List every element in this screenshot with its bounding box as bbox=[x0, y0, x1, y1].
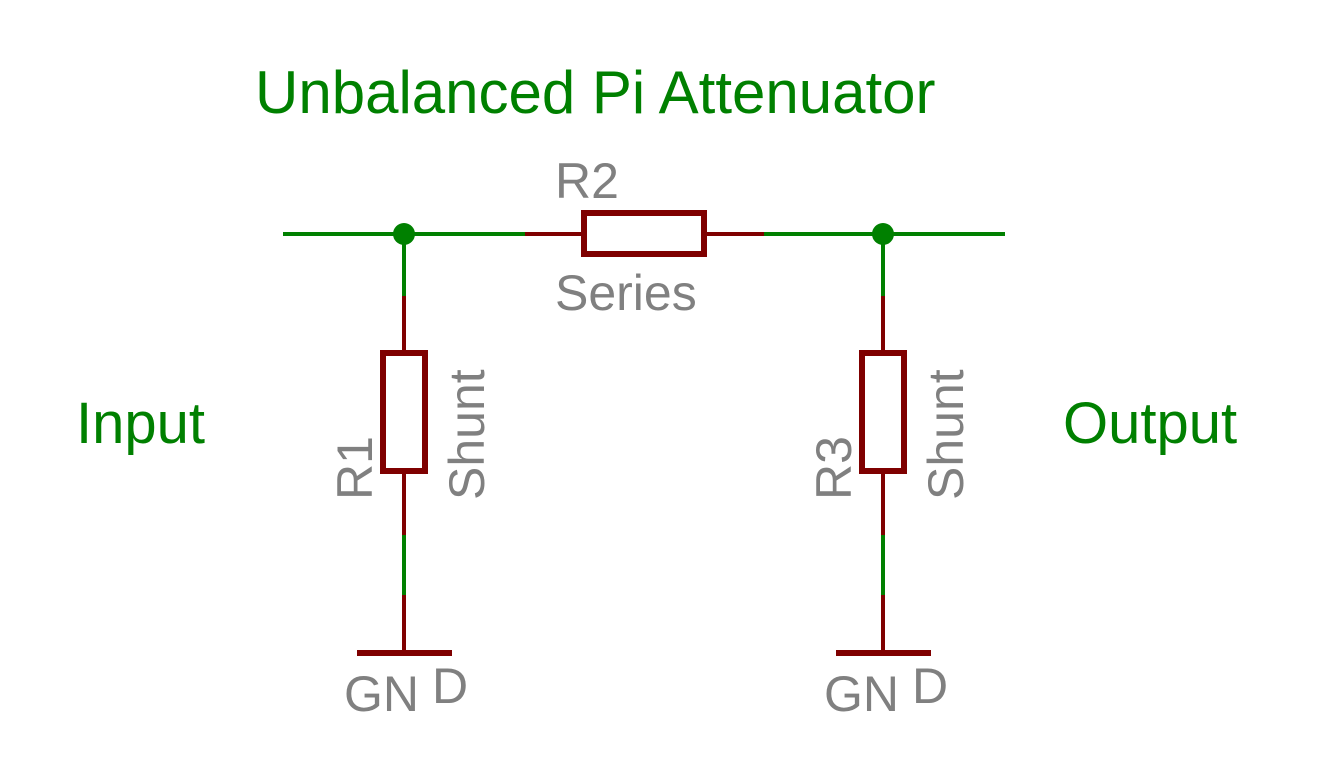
r2-role: Series bbox=[555, 265, 697, 321]
diagram-title: Unbalanced Pi Attenuator bbox=[255, 59, 935, 126]
r1-role: Shunt bbox=[439, 369, 495, 500]
gnd-left-label: GN bbox=[344, 666, 419, 722]
input-label: Input bbox=[76, 391, 205, 456]
r1-body bbox=[380, 350, 428, 474]
resistor-r3 bbox=[836, 234, 931, 656]
gnd-right-label-tail: D bbox=[912, 658, 948, 714]
resistor-r1 bbox=[357, 234, 452, 656]
resistor-r2 bbox=[525, 210, 764, 257]
output-label: Output bbox=[1063, 391, 1237, 456]
r3-designator: R3 bbox=[806, 436, 862, 500]
r1-designator: R1 bbox=[327, 436, 383, 500]
r3-body bbox=[859, 350, 907, 474]
gnd-left-label-tail: D bbox=[432, 658, 468, 714]
r2-body bbox=[581, 210, 707, 257]
r2-designator: R2 bbox=[555, 153, 619, 209]
r3-role: Shunt bbox=[918, 369, 974, 500]
gnd-right-label: GN bbox=[824, 666, 899, 722]
